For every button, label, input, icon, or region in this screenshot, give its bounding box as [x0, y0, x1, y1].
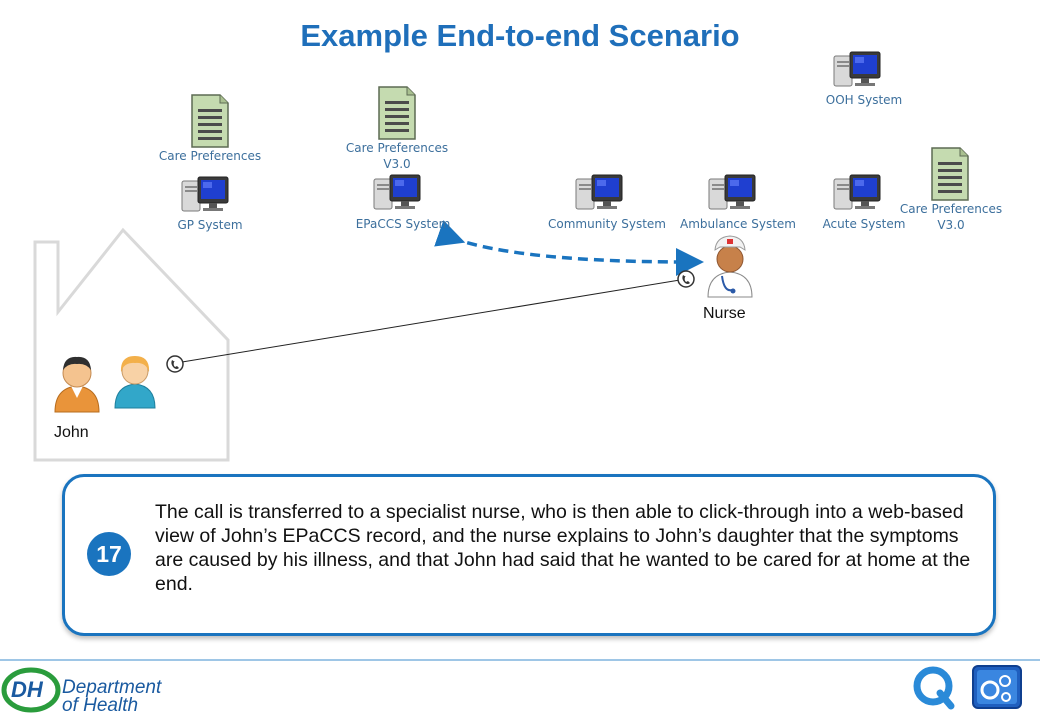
- dh-logo-line1: Department: [62, 677, 162, 698]
- ambulance-system-icon: [708, 174, 756, 210]
- q-logo-icon: [913, 666, 955, 710]
- care-preferences-document-icon: [191, 94, 229, 148]
- care-preferences-v3-document-icon-acute: [931, 147, 969, 201]
- john-person-icon: [54, 356, 100, 413]
- footer-divider: [0, 659, 1040, 661]
- ambulance-system-label: Ambulance System: [680, 217, 796, 231]
- john-label: John: [54, 424, 89, 441]
- step-number-badge: 17: [87, 532, 131, 576]
- dh-logo-abbrev: DH: [11, 677, 43, 702]
- gp-system-label: GP System: [177, 218, 243, 232]
- epaccs-system-icon: [373, 174, 421, 210]
- ooh-system-icon: [833, 51, 881, 87]
- epaccs-system-label: EPaCCS System: [355, 217, 451, 231]
- gp-system-icon: [181, 176, 229, 212]
- dh-logo-line2: of Health: [62, 695, 139, 716]
- gp-care-preferences-label: Care Preferences: [158, 149, 262, 163]
- scenario-callout: [62, 474, 996, 636]
- ooh-system-label: OOH System: [825, 93, 903, 107]
- epaccs-care-preferences-label: Care Preferences: [345, 141, 449, 155]
- acute-care-preferences-version: V3.0: [937, 218, 965, 232]
- data-link-arrow: [434, 220, 704, 276]
- daughter-person-icon: [114, 356, 156, 409]
- community-system-label: Community System: [547, 217, 666, 231]
- callout-text: The call is transferred to a specialist …: [155, 501, 971, 595]
- care-preferences-v3-document-icon: [378, 86, 416, 140]
- acute-system-label: Acute System: [822, 217, 906, 231]
- acute-care-preferences-label: Care Preferences: [899, 202, 1003, 216]
- nurse-person-icon: [707, 235, 753, 298]
- dh-logo-icon: [1, 667, 61, 713]
- community-system-icon: [575, 174, 623, 210]
- settings-grid-icon: [972, 665, 1022, 709]
- acute-system-icon: [833, 174, 881, 210]
- epaccs-care-preferences-version: V3.0: [383, 157, 411, 171]
- phone-icon-home: [166, 355, 184, 373]
- nurse-label: Nurse: [703, 305, 746, 322]
- phone-icon-nurse: [677, 270, 695, 288]
- page-title: Example End-to-end Scenario: [300, 18, 740, 53]
- house-outline: [33, 227, 230, 462]
